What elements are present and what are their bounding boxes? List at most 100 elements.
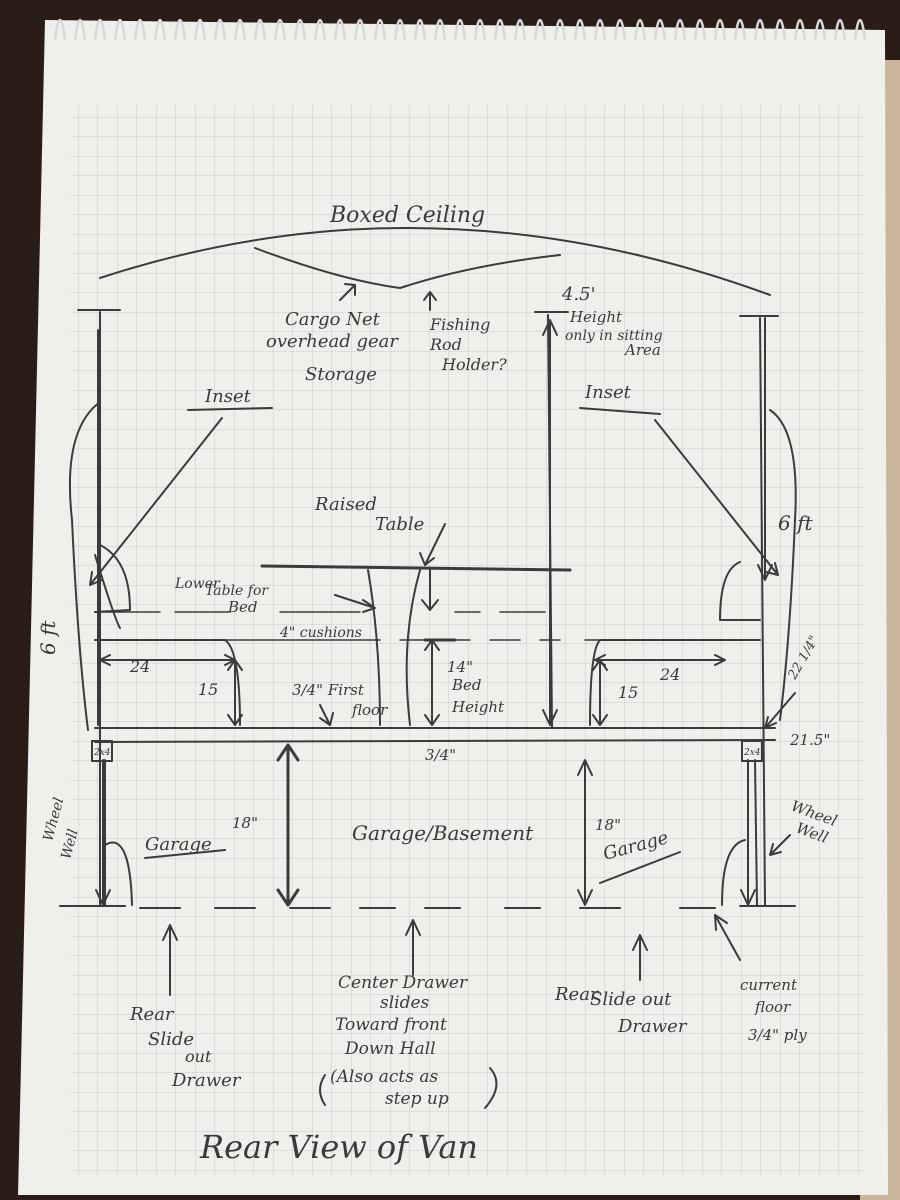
spiral-binding — [53, 18, 867, 41]
arrow-inset-left — [89, 417, 223, 586]
label-wheel-well-left2: Well — [58, 827, 81, 861]
label-current1: current — [740, 976, 798, 994]
arrow-current-floor — [714, 914, 741, 961]
label-garage-left: Garage — [145, 834, 212, 855]
label-center4: Down Hall — [344, 1039, 436, 1059]
label-fishing: Fishing — [429, 315, 490, 334]
label-six-ft-left: 6 ft — [36, 620, 60, 655]
label-current2: floor — [754, 998, 791, 1016]
garage-left-underline — [144, 849, 226, 859]
arrow-center-drawer — [405, 919, 421, 976]
paren-close — [484, 1067, 498, 1109]
arrow-right-15 — [592, 659, 608, 726]
label-bed-height2: Bed — [451, 676, 482, 694]
arrow-raised-table-pointer — [419, 523, 446, 566]
label-rear-right1: Rear — [554, 984, 600, 1005]
arrow-fishing — [423, 291, 437, 311]
arrow-22 — [764, 692, 796, 729]
label-holder: Holder? — [441, 355, 507, 374]
label-center1: Center Drawer — [338, 973, 468, 993]
label-width-left: 24 — [129, 657, 150, 676]
label-table: Table — [375, 514, 424, 535]
garage-right-underline — [599, 851, 681, 884]
label-height-text3: Area — [623, 341, 661, 359]
label-three-quarter: 3/4" — [425, 746, 456, 764]
table-leg-left — [367, 569, 381, 726]
arrow-inset-right — [654, 419, 779, 576]
label-bed-height3: Height — [451, 698, 505, 716]
inset-right-underline — [579, 407, 661, 415]
label-lower-table3: Bed — [227, 598, 258, 616]
label-rear-right2: Slide out — [590, 989, 672, 1010]
arrow-bed-height — [424, 639, 440, 726]
table-leg-right — [405, 569, 421, 726]
arrow-rear-right — [632, 934, 648, 981]
label-height-text2: only in sitting — [565, 328, 663, 344]
left-wheel-well — [104, 841, 133, 906]
label-raised: Raised — [314, 494, 377, 515]
label-2x4-right: 2x4 — [743, 748, 761, 758]
arrow-right-wheel-well — [740, 759, 756, 906]
label-rear-left1: Rear — [129, 1004, 175, 1025]
label-rod: Rod — [429, 335, 462, 354]
right-wall — [759, 317, 766, 906]
label-rear-right3: Drawer — [617, 1016, 688, 1037]
label-lower-table1: Lower — [174, 576, 221, 592]
label-height-right: 15 — [618, 683, 638, 702]
arrow-center-garage — [276, 743, 300, 907]
ceiling-cargo-net — [254, 247, 561, 289]
label-width-right: 24 — [659, 665, 680, 684]
arrow-cargo — [339, 283, 356, 301]
label-height-left: 15 — [198, 680, 218, 699]
label-rear-left4: Drawer — [171, 1070, 242, 1091]
left-side-curve — [69, 401, 101, 731]
label-dim-21: 21.5" — [789, 731, 830, 749]
label-2x4-left: 2x4 — [93, 748, 111, 758]
arrow-right-6ft — [757, 317, 773, 581]
arrow-rear-left — [162, 924, 178, 996]
right-2x4-block — [741, 740, 763, 762]
label-six-ft-right: 6 ft — [778, 511, 813, 535]
label-center5: (Also acts as — [330, 1067, 438, 1087]
raised-table-top — [260, 564, 572, 572]
arrow-left-15 — [227, 659, 243, 726]
label-current3: 3/4" ply — [748, 1026, 807, 1044]
platform-floor-bottom — [94, 739, 776, 743]
arrow-first-floor — [319, 704, 334, 726]
right-side-curve — [769, 409, 797, 721]
arrow-right-garage — [577, 759, 593, 906]
label-center3: Toward front — [335, 1015, 447, 1035]
label-first-floor2: floor — [351, 701, 388, 719]
label-lower-table2: Table for — [205, 583, 269, 599]
paren-open — [319, 1074, 326, 1106]
label-garage-center: Garage/Basement — [352, 821, 534, 845]
label-boxed-ceiling: Boxed Ceiling — [329, 203, 485, 228]
arrow-raised-table — [421, 569, 439, 611]
right-wheel-well — [721, 839, 746, 906]
label-rear-left3: out — [185, 1047, 212, 1066]
ceiling-arc — [99, 227, 771, 296]
label-center2: slides — [380, 993, 430, 1013]
arrow-middle-height — [542, 319, 558, 726]
label-overhead-gear: overhead gear — [266, 331, 399, 352]
label-center6: step up — [385, 1089, 449, 1109]
page-title: Rear View of Van — [199, 1128, 478, 1166]
label-storage: Storage — [305, 364, 377, 385]
label-rear-left2: Slide — [148, 1029, 194, 1050]
label-garage-left-dim: 18" — [232, 814, 258, 832]
arrow-lower-table — [334, 594, 376, 613]
label-garage-right-dim: 18" — [595, 816, 621, 834]
pencil-drawing — [59, 227, 797, 1109]
label-inset-right: Inset — [584, 382, 632, 403]
label-first-floor: 3/4" First — [292, 681, 365, 699]
arrow-wheel-right — [769, 834, 791, 856]
label-cargo-net: Cargo Net — [285, 309, 381, 330]
label-cushions: 4" cushions — [279, 625, 362, 641]
label-bed-height1: 14" — [447, 658, 473, 676]
inset-left-underline — [187, 407, 273, 411]
arrow-left-wheel-well — [95, 759, 111, 906]
label-inset-left: Inset — [204, 386, 252, 407]
label-height-value: 4.5' — [561, 284, 596, 305]
label-height-text1: Height — [569, 308, 623, 326]
